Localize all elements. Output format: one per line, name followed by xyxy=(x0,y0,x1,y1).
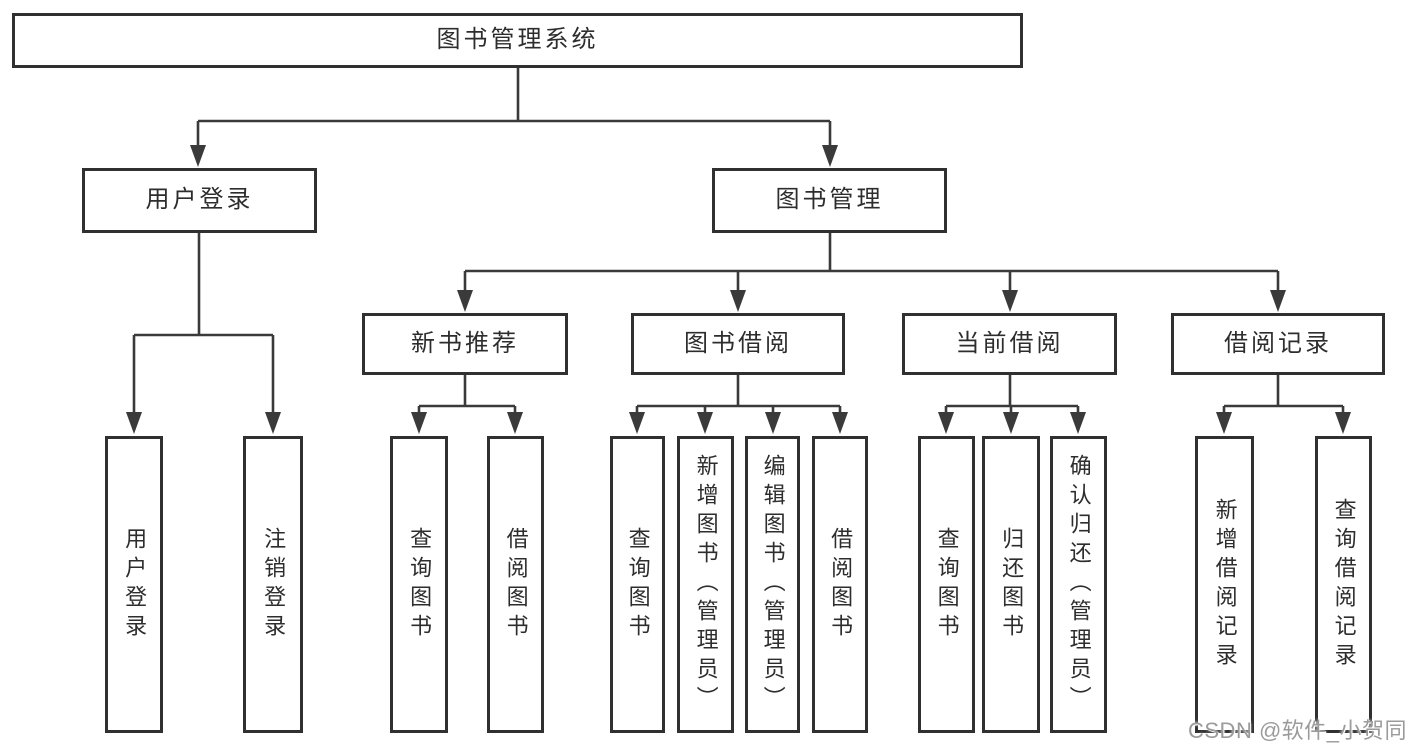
arrowhead-icon xyxy=(1335,412,1351,434)
leaf-borrow-books-recommend: 借阅图书 xyxy=(487,436,544,733)
leaf-add-borrow-record: 新增借阅记录 xyxy=(1195,436,1254,733)
leaf-user-login: 用户登录 xyxy=(105,436,163,733)
arrowhead-icon xyxy=(832,412,848,434)
node-library-management-system: 图书管理系统 xyxy=(12,13,1023,68)
arrowhead-icon xyxy=(411,412,427,434)
node-book-borrowing: 图书借阅 xyxy=(631,313,845,375)
arrowhead-icon xyxy=(1216,412,1232,434)
node-current-borrowing: 当前借阅 xyxy=(902,313,1117,375)
leaf-query-borrow-record: 查询借阅记录 xyxy=(1315,436,1372,733)
arrowhead-icon xyxy=(629,412,645,434)
arrowhead-icon xyxy=(730,290,746,312)
arrowhead-icon xyxy=(765,412,781,434)
arrowhead-icon xyxy=(697,412,713,434)
arrowhead-icon xyxy=(1002,290,1018,312)
leaf-edit-books-admin: 编辑图书（管理员） xyxy=(745,436,800,733)
node-book-management: 图书管理 xyxy=(712,168,947,233)
leaf-query-books-recommend: 查询图书 xyxy=(390,436,448,733)
node-user-login: 用户登录 xyxy=(82,168,317,233)
arrowhead-icon xyxy=(126,412,142,434)
arrowhead-icon xyxy=(265,412,281,434)
arrowhead-icon xyxy=(190,145,206,167)
leaf-confirm-return-admin: 确认归还（管理员） xyxy=(1050,436,1107,733)
arrowhead-icon xyxy=(822,145,838,167)
leaf-add-books-admin: 新增图书（管理员） xyxy=(677,436,734,733)
leaf-return-books: 归还图书 xyxy=(982,436,1040,733)
leaf-logout-login: 注销登录 xyxy=(243,436,303,733)
leaf-query-books-current: 查询图书 xyxy=(918,436,975,733)
node-new-book-recommendation: 新书推荐 xyxy=(362,313,568,375)
leaf-borrow-books-borrow: 借阅图书 xyxy=(812,436,868,733)
arrowhead-icon xyxy=(507,412,523,434)
leaf-query-books-borrow: 查询图书 xyxy=(610,436,665,733)
arrowhead-icon xyxy=(457,290,473,312)
arrowhead-icon xyxy=(1070,412,1086,434)
node-borrowing-records: 借阅记录 xyxy=(1171,313,1385,375)
arrowhead-icon xyxy=(1270,290,1286,312)
arrowhead-icon xyxy=(938,412,954,434)
watermark: CSDN @软件_小贺同学 xyxy=(1188,718,1405,743)
arrowhead-icon xyxy=(1003,412,1019,434)
